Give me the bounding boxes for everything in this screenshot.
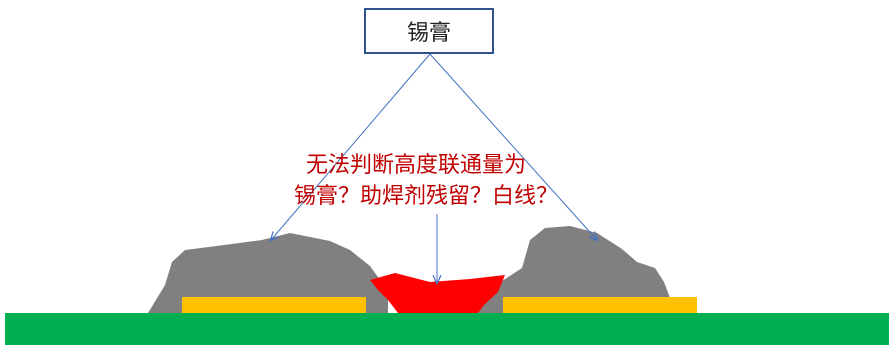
- flux-residue: [370, 273, 505, 313]
- annotation-text: 无法判断高度联通量为 锡膏？助焊剂残留？白线？: [294, 150, 600, 212]
- solder-paste-left: [148, 233, 388, 313]
- annotation-line-1: 无法判断高度联通量为: [306, 153, 527, 178]
- solder-paste-right: [478, 226, 672, 313]
- pad-left: [182, 297, 366, 313]
- pcb-board: [5, 313, 889, 345]
- arrow-to-right-paste: [429, 53, 597, 240]
- solder-paste-label: 锡膏: [406, 21, 451, 46]
- pad-right: [503, 297, 697, 313]
- annotation-line-2: 锡膏？助焊剂残留？白线？: [294, 184, 559, 209]
- solder-paste-label-box: 锡膏: [364, 8, 494, 54]
- arrow-to-left-paste: [271, 53, 431, 240]
